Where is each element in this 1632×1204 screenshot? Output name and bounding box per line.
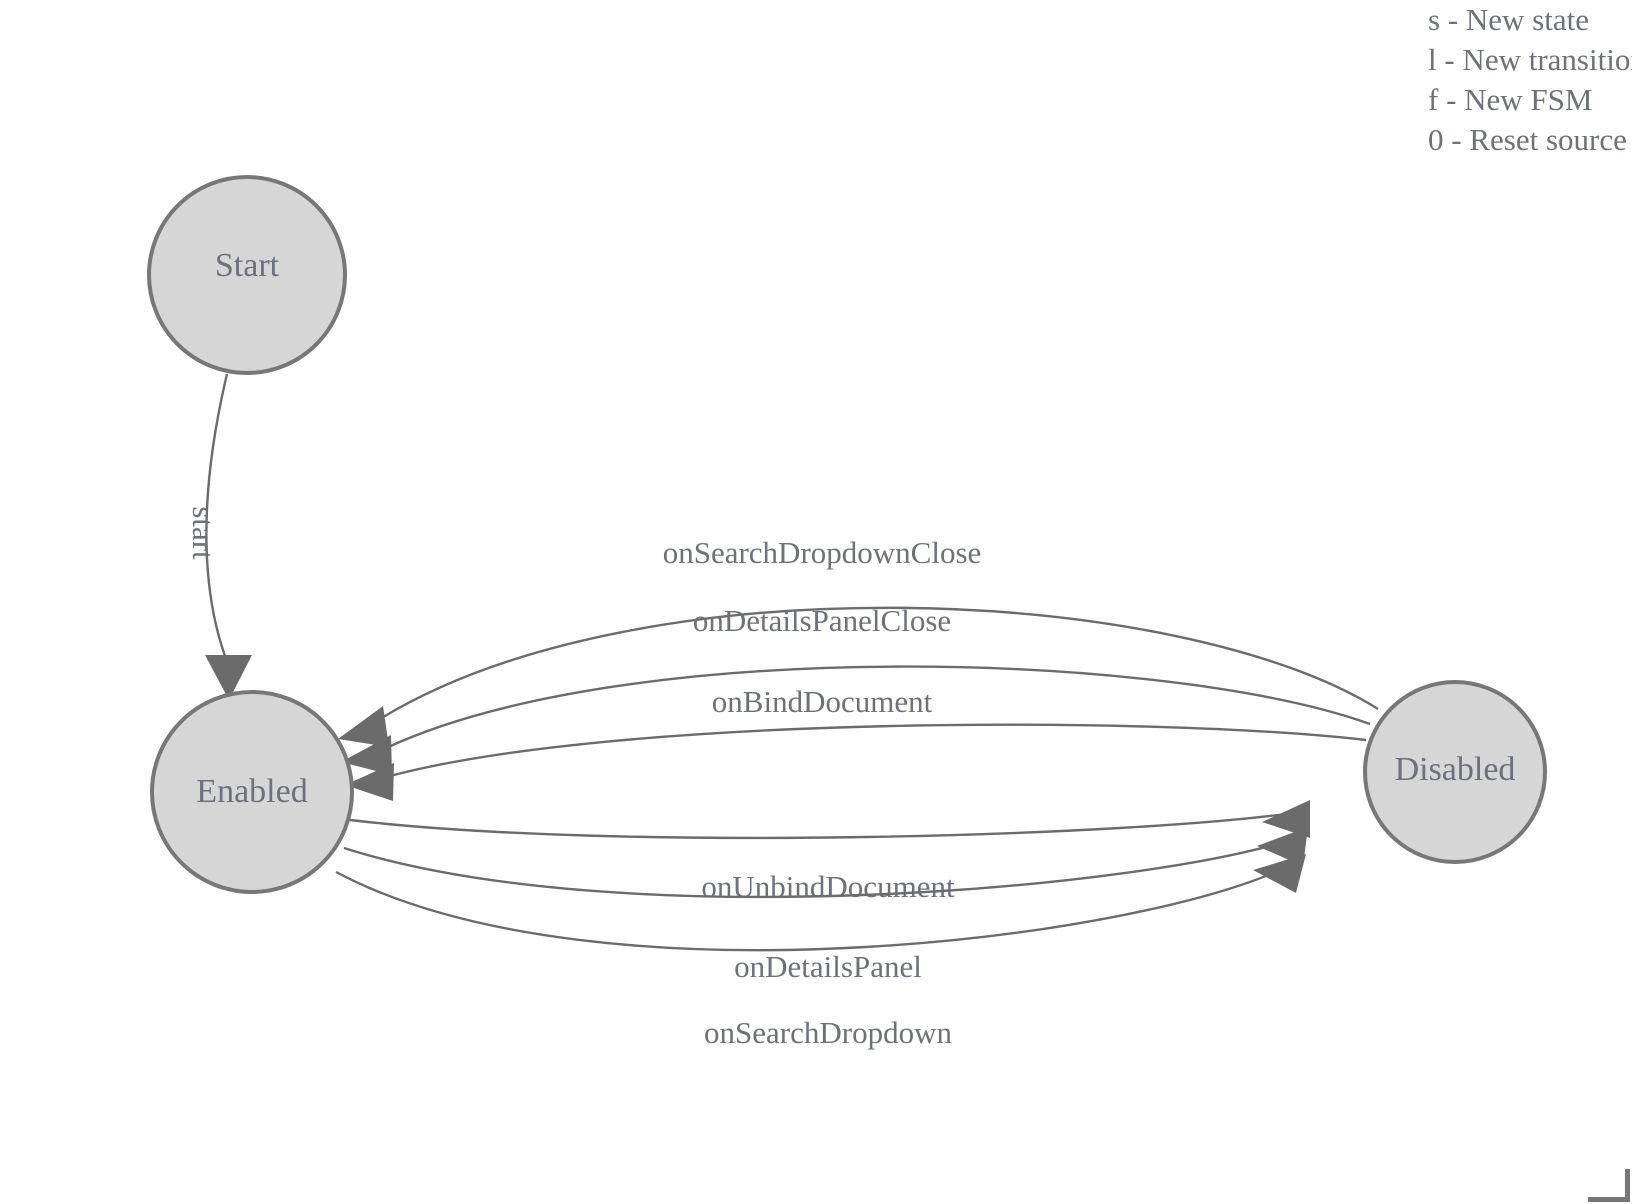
- arrow-head-icon: [205, 655, 252, 700]
- edge-path[interactable]: [335, 862, 1293, 952]
- state-circle[interactable]: [150, 690, 354, 894]
- arrow-head-icon: [345, 763, 394, 801]
- scrollbar-corner[interactable]: [1588, 1166, 1632, 1204]
- edge-path[interactable]: [349, 810, 1301, 840]
- state-label: Enabled: [196, 773, 307, 810]
- edge-label: onDetailsPanel: [734, 949, 922, 984]
- edge-onUnbindDocument[interactable]: onUnbindDocument: [349, 800, 1310, 904]
- state-node-disabled[interactable]: Disabled: [1363, 680, 1547, 864]
- state-node-enabled[interactable]: Enabled: [150, 690, 354, 894]
- edge-onDetailsPanelClose[interactable]: onDetailsPanelClose: [341, 603, 1371, 775]
- arrow-head-icon: [341, 735, 392, 775]
- arrow-head-icon: [338, 706, 389, 747]
- edge-start[interactable]: start: [186, 373, 252, 700]
- edge-label: onDetailsPanelClose: [693, 603, 951, 638]
- arrow-head-icon: [1262, 800, 1310, 838]
- edge-onDetailsPanel[interactable]: onDetailsPanel: [343, 827, 1308, 984]
- state-label: Disabled: [1395, 751, 1516, 788]
- edge-path[interactable]: [205, 373, 230, 665]
- vertical-scrollbar-thumb[interactable]: [1625, 1169, 1630, 1202]
- edge-label: onBindDocument: [712, 684, 933, 719]
- edge-path[interactable]: [343, 836, 1297, 899]
- edge-onSearchDropdown[interactable]: onSearchDropdown: [335, 854, 1306, 1050]
- state-label: Start: [215, 247, 280, 284]
- edge-label: onUnbindDocument: [701, 869, 955, 904]
- state-circle[interactable]: [147, 175, 347, 375]
- edge-label: onSearchDropdown: [704, 1015, 952, 1050]
- arrow-head-icon: [1257, 827, 1308, 866]
- arrow-head-icon: [1253, 854, 1306, 893]
- edge-onBindDocument[interactable]: onBindDocument: [345, 684, 1367, 801]
- edge-path[interactable]: [379, 606, 1379, 721]
- state-circle[interactable]: [1363, 680, 1547, 864]
- horizontal-scrollbar-thumb[interactable]: [1588, 1197, 1628, 1202]
- edge-onSearchDropdownClose[interactable]: onSearchDropdownClose: [338, 535, 1379, 747]
- edge-label: onSearchDropdownClose: [663, 535, 982, 570]
- edge-path[interactable]: [385, 665, 1371, 750]
- state-node-start[interactable]: Start: [147, 175, 347, 375]
- edge-label: start: [186, 506, 221, 560]
- edge-path[interactable]: [389, 723, 1367, 778]
